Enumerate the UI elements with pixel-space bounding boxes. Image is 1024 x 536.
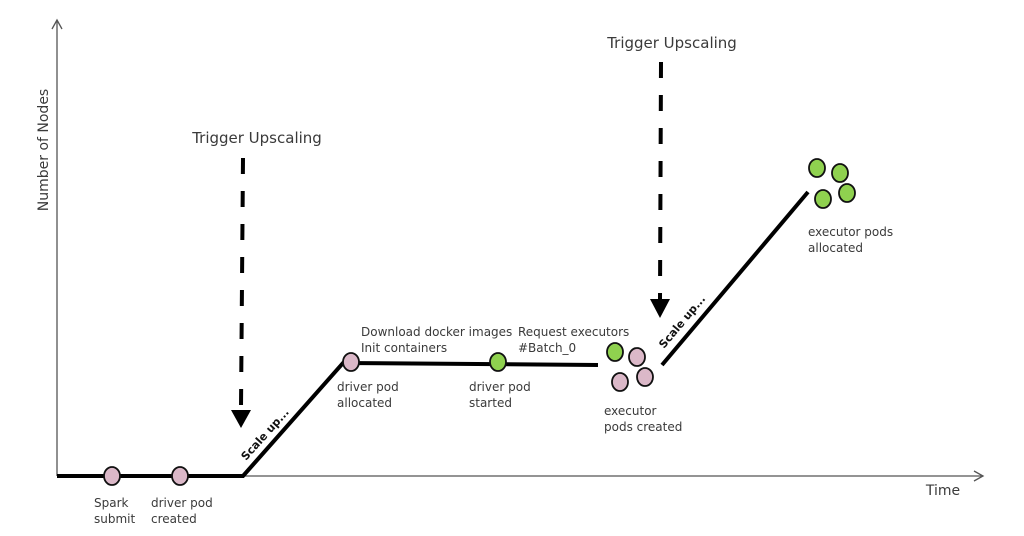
trigger-dashed-line-2 bbox=[658, 61, 663, 300]
pod-executor-allocated bbox=[838, 183, 856, 203]
node-count-line-2 bbox=[660, 190, 810, 367]
x-axis-label: Time bbox=[925, 483, 960, 499]
pod-executor-allocated bbox=[808, 158, 826, 178]
trigger-dashed-line-1 bbox=[239, 157, 245, 409]
pod-executor-created bbox=[628, 347, 646, 367]
y-axis-label: Number of Nodes bbox=[36, 89, 52, 211]
node-count-line-1 bbox=[57, 360, 599, 478]
trigger-upscaling-label-2: Trigger Upscaling bbox=[606, 34, 737, 52]
pod-driver-allocated bbox=[342, 352, 360, 372]
pod-executor-allocated bbox=[814, 189, 832, 209]
trigger-arrow-head-1 bbox=[231, 410, 251, 428]
pod-executor-created bbox=[636, 367, 654, 387]
pod-executor-allocated bbox=[831, 163, 849, 183]
trigger-upscaling-label-1: Trigger Upscaling bbox=[191, 129, 322, 147]
pod-executor-created bbox=[611, 372, 629, 392]
pods bbox=[103, 158, 856, 486]
event-label-request-executors: Request executors#Batch_0 bbox=[518, 325, 629, 355]
pod-spark-submit bbox=[103, 466, 121, 486]
pod-driver-created bbox=[171, 466, 189, 486]
pod-executor-running bbox=[606, 342, 624, 362]
trigger-arrow-head-2 bbox=[650, 299, 670, 318]
pod-driver-started bbox=[489, 352, 507, 372]
